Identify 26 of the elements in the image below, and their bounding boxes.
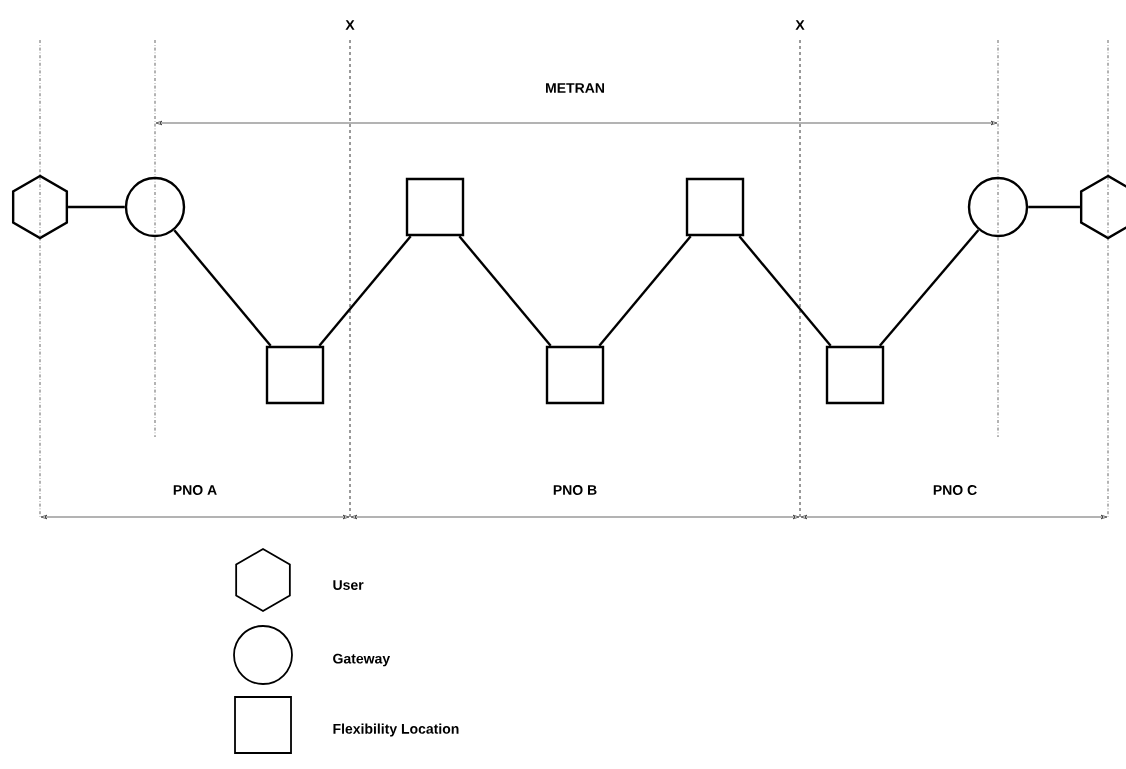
- link-line: [173, 229, 272, 347]
- flexibility-square: [825, 345, 885, 405]
- flexibility-square: [545, 345, 605, 405]
- region-label: PNO A: [173, 485, 217, 495]
- link-line: [598, 235, 692, 347]
- link-line: [738, 235, 832, 347]
- legend-label: Gateway: [333, 653, 391, 667]
- link-line: [68, 205, 125, 209]
- span-label: METRAN: [546, 83, 604, 93]
- boundary-label: X: [345, 20, 355, 30]
- gateway-circle: [124, 176, 186, 238]
- flexibility-square: [265, 345, 325, 405]
- legend-label: User: [333, 580, 364, 590]
- boundary-label: X: [795, 20, 805, 30]
- link-line: [878, 229, 980, 347]
- user-hexagon: [1079, 174, 1126, 240]
- link-line: [458, 235, 552, 347]
- link-line: [318, 235, 412, 347]
- flexibility-square: [405, 177, 465, 237]
- link-line: [1028, 205, 1080, 209]
- region-label: PNO C: [933, 485, 977, 495]
- legend-label: Flexibility Location: [333, 723, 459, 737]
- flexibility-square: [685, 177, 745, 237]
- user-hexagon: [11, 174, 69, 240]
- gateway-circle: [967, 176, 1029, 238]
- region-label: PNO B: [553, 485, 597, 495]
